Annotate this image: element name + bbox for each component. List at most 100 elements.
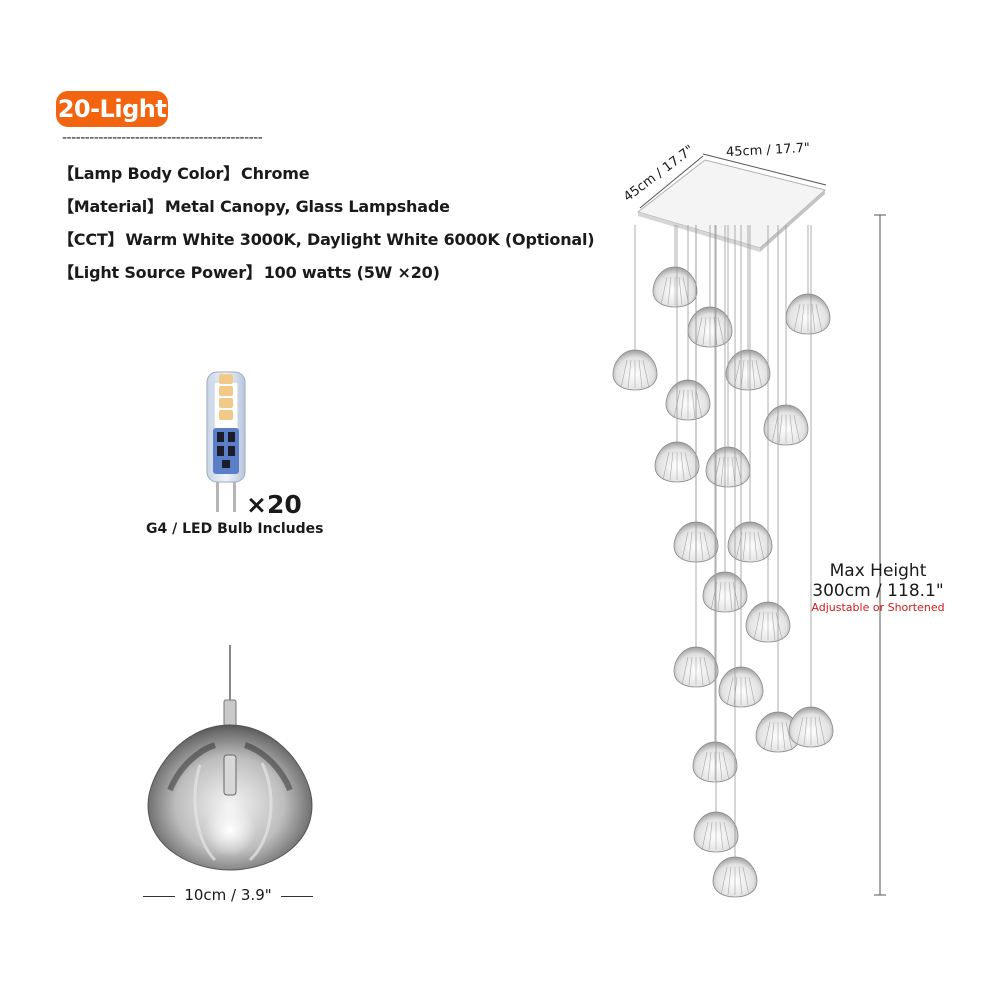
crystal-rib <box>713 316 718 346</box>
pendant-width-label: 10cm / 3.9" <box>184 886 272 904</box>
crystal-rib <box>662 451 670 481</box>
crystal-rib <box>753 531 758 561</box>
max-height-note: Adjustable or Shortened <box>811 601 945 614</box>
divider-line: ----------------------------------------… <box>62 130 263 146</box>
crystal-rib <box>732 581 740 611</box>
crystal-rib <box>669 451 674 481</box>
crystal-rib <box>678 276 683 306</box>
crystal-rib <box>757 531 765 561</box>
crystal-rib <box>789 414 794 444</box>
crystal-rib <box>627 359 632 389</box>
crystal-rib <box>638 359 643 389</box>
crystal-rib <box>748 676 756 706</box>
light-count-badge: 20-Light <box>56 91 168 127</box>
bulb-quantity: ×20 <box>246 490 302 519</box>
chandelier-image <box>612 153 886 898</box>
crystal-rib <box>699 531 704 561</box>
crystal-rib <box>695 389 703 419</box>
crystal-rib <box>702 316 707 346</box>
crystal-rib <box>771 414 779 444</box>
crystal-rib <box>781 721 786 751</box>
crystal-rib <box>717 581 722 611</box>
crystal-rib <box>727 866 732 896</box>
crystal-rib <box>811 303 816 333</box>
crystal-rib <box>701 821 709 851</box>
crystal-rib <box>680 451 685 481</box>
crystal-rib <box>793 414 801 444</box>
crystal-rib <box>796 716 804 746</box>
crystal-rib <box>751 359 756 389</box>
crystal-rib <box>814 716 819 746</box>
crystal-rib <box>620 359 628 389</box>
crystal-rib <box>707 751 712 781</box>
max-height-annotation: Max Height 300cm / 118.1" Adjustable or … <box>808 561 948 614</box>
crystal-rib <box>740 359 745 389</box>
crystal-rib <box>722 751 730 781</box>
max-height-title: Max Height <box>829 561 927 581</box>
crystal-rib <box>738 866 743 896</box>
spec-key: 【Material】 <box>58 197 163 216</box>
crystal-rib <box>660 276 668 306</box>
spec-key: 【Light Source Power】 <box>58 263 262 282</box>
crystal-rib <box>719 821 724 851</box>
crystal-rib <box>742 531 747 561</box>
spec-value: 100 watts (5W ×20) <box>263 263 440 282</box>
spec-material: 【Material】Metal Canopy, Glass Lampshade <box>58 195 594 228</box>
spec-value: Metal Canopy, Glass Lampshade <box>164 197 450 216</box>
crystal-rib <box>771 611 776 641</box>
crystal-rib <box>793 303 801 333</box>
spec-power: 【Light Source Power】100 watts (5W ×20) <box>58 261 594 294</box>
dimension-line-right <box>281 896 313 897</box>
crystal-rib <box>800 303 805 333</box>
crystal-rib <box>803 716 808 746</box>
crystal-rib <box>708 821 713 851</box>
pendant-drops <box>612 225 834 898</box>
crystal-rib <box>688 531 693 561</box>
crystal-rib <box>763 721 771 751</box>
spec-value: Warm White 3000K, Daylight White 6000K (… <box>125 230 595 249</box>
crystal-rib <box>755 359 763 389</box>
crystal-rib <box>733 676 738 706</box>
crystal-rib <box>760 611 765 641</box>
crystal-rib <box>723 821 731 851</box>
crystal-rib <box>770 721 775 751</box>
crystal-rib <box>642 359 650 389</box>
crystal-rib <box>717 316 725 346</box>
crystal-rib <box>815 303 823 333</box>
crystal-rib <box>753 611 761 641</box>
crystal-rib <box>684 451 692 481</box>
crystal-pendant-image <box>147 645 313 871</box>
crystal-rib <box>691 389 696 419</box>
crystal-rib <box>742 866 750 896</box>
crystal-rib <box>700 751 708 781</box>
crystal-rib <box>718 751 723 781</box>
crystal-rib <box>731 456 736 486</box>
crystal-rib <box>720 456 725 486</box>
crystal-rib <box>818 716 826 746</box>
spec-value: Chrome <box>241 164 310 183</box>
spec-body-color: 【Lamp Body Color】Chrome <box>58 162 594 195</box>
crystal-rib <box>728 581 733 611</box>
crystal-rib <box>688 656 693 686</box>
crystal-rib <box>744 676 749 706</box>
pendant-width-dimension: 10cm / 3.9" <box>143 886 313 904</box>
crystal-rib <box>695 316 703 346</box>
crystal-rib <box>681 531 689 561</box>
crystal-rib <box>775 611 783 641</box>
crystal-rib <box>726 676 734 706</box>
spec-key: 【Lamp Body Color】 <box>58 164 240 183</box>
crystal-rib <box>785 721 793 751</box>
crystal-rib <box>667 276 672 306</box>
g4-led-bulb-image <box>206 371 246 512</box>
crystal-rib <box>703 531 711 561</box>
crystal-rib <box>778 414 783 444</box>
spec-list: 【Lamp Body Color】Chrome 【Material】Metal … <box>58 162 595 294</box>
bulb-caption: G4 / LED Bulb Includes <box>146 521 324 537</box>
crystal-rib <box>699 656 704 686</box>
crystal-rib <box>703 656 711 686</box>
max-height-value: 300cm / 118.1" <box>812 581 944 601</box>
crystal-rib <box>681 656 689 686</box>
crystal-rib <box>680 389 685 419</box>
spec-cct: 【CCT】Warm White 3000K, Daylight White 60… <box>58 228 595 261</box>
dimension-line-left <box>143 896 175 897</box>
